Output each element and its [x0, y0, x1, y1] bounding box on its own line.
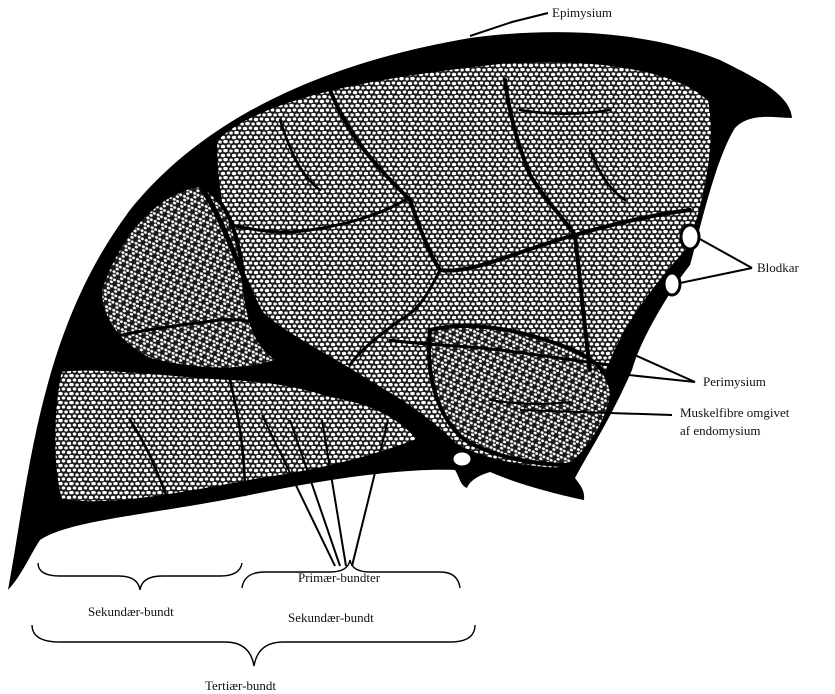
label-blodkar: Blodkar: [757, 260, 800, 275]
brace-sekundaer-left: [38, 563, 242, 590]
brace-tertiaer: [32, 625, 475, 666]
leader-blodkar-2: [680, 268, 752, 283]
leader-blodkar-1: [698, 238, 752, 268]
blood-vessel-3: [452, 451, 472, 467]
blood-vessel-1: [681, 225, 699, 249]
label-sekundaer-bundt-right: Sekundær-bundt: [288, 610, 374, 625]
label-muskelfibre-line1: Muskelfibre omgivet: [680, 405, 790, 420]
label-sekundaer-bundt-left: Sekundær-bundt: [88, 604, 174, 619]
blood-vessel-2: [664, 273, 680, 295]
label-muskelfibre-line2: af endomysium: [680, 423, 761, 438]
label-primaer-bundter: Primær-bundter: [298, 570, 381, 585]
label-perimysium: Perimysium: [703, 374, 766, 389]
label-epimysium: Epimysium: [552, 5, 612, 20]
label-tertiaer-bundt: Tertiær-bundt: [205, 678, 276, 693]
